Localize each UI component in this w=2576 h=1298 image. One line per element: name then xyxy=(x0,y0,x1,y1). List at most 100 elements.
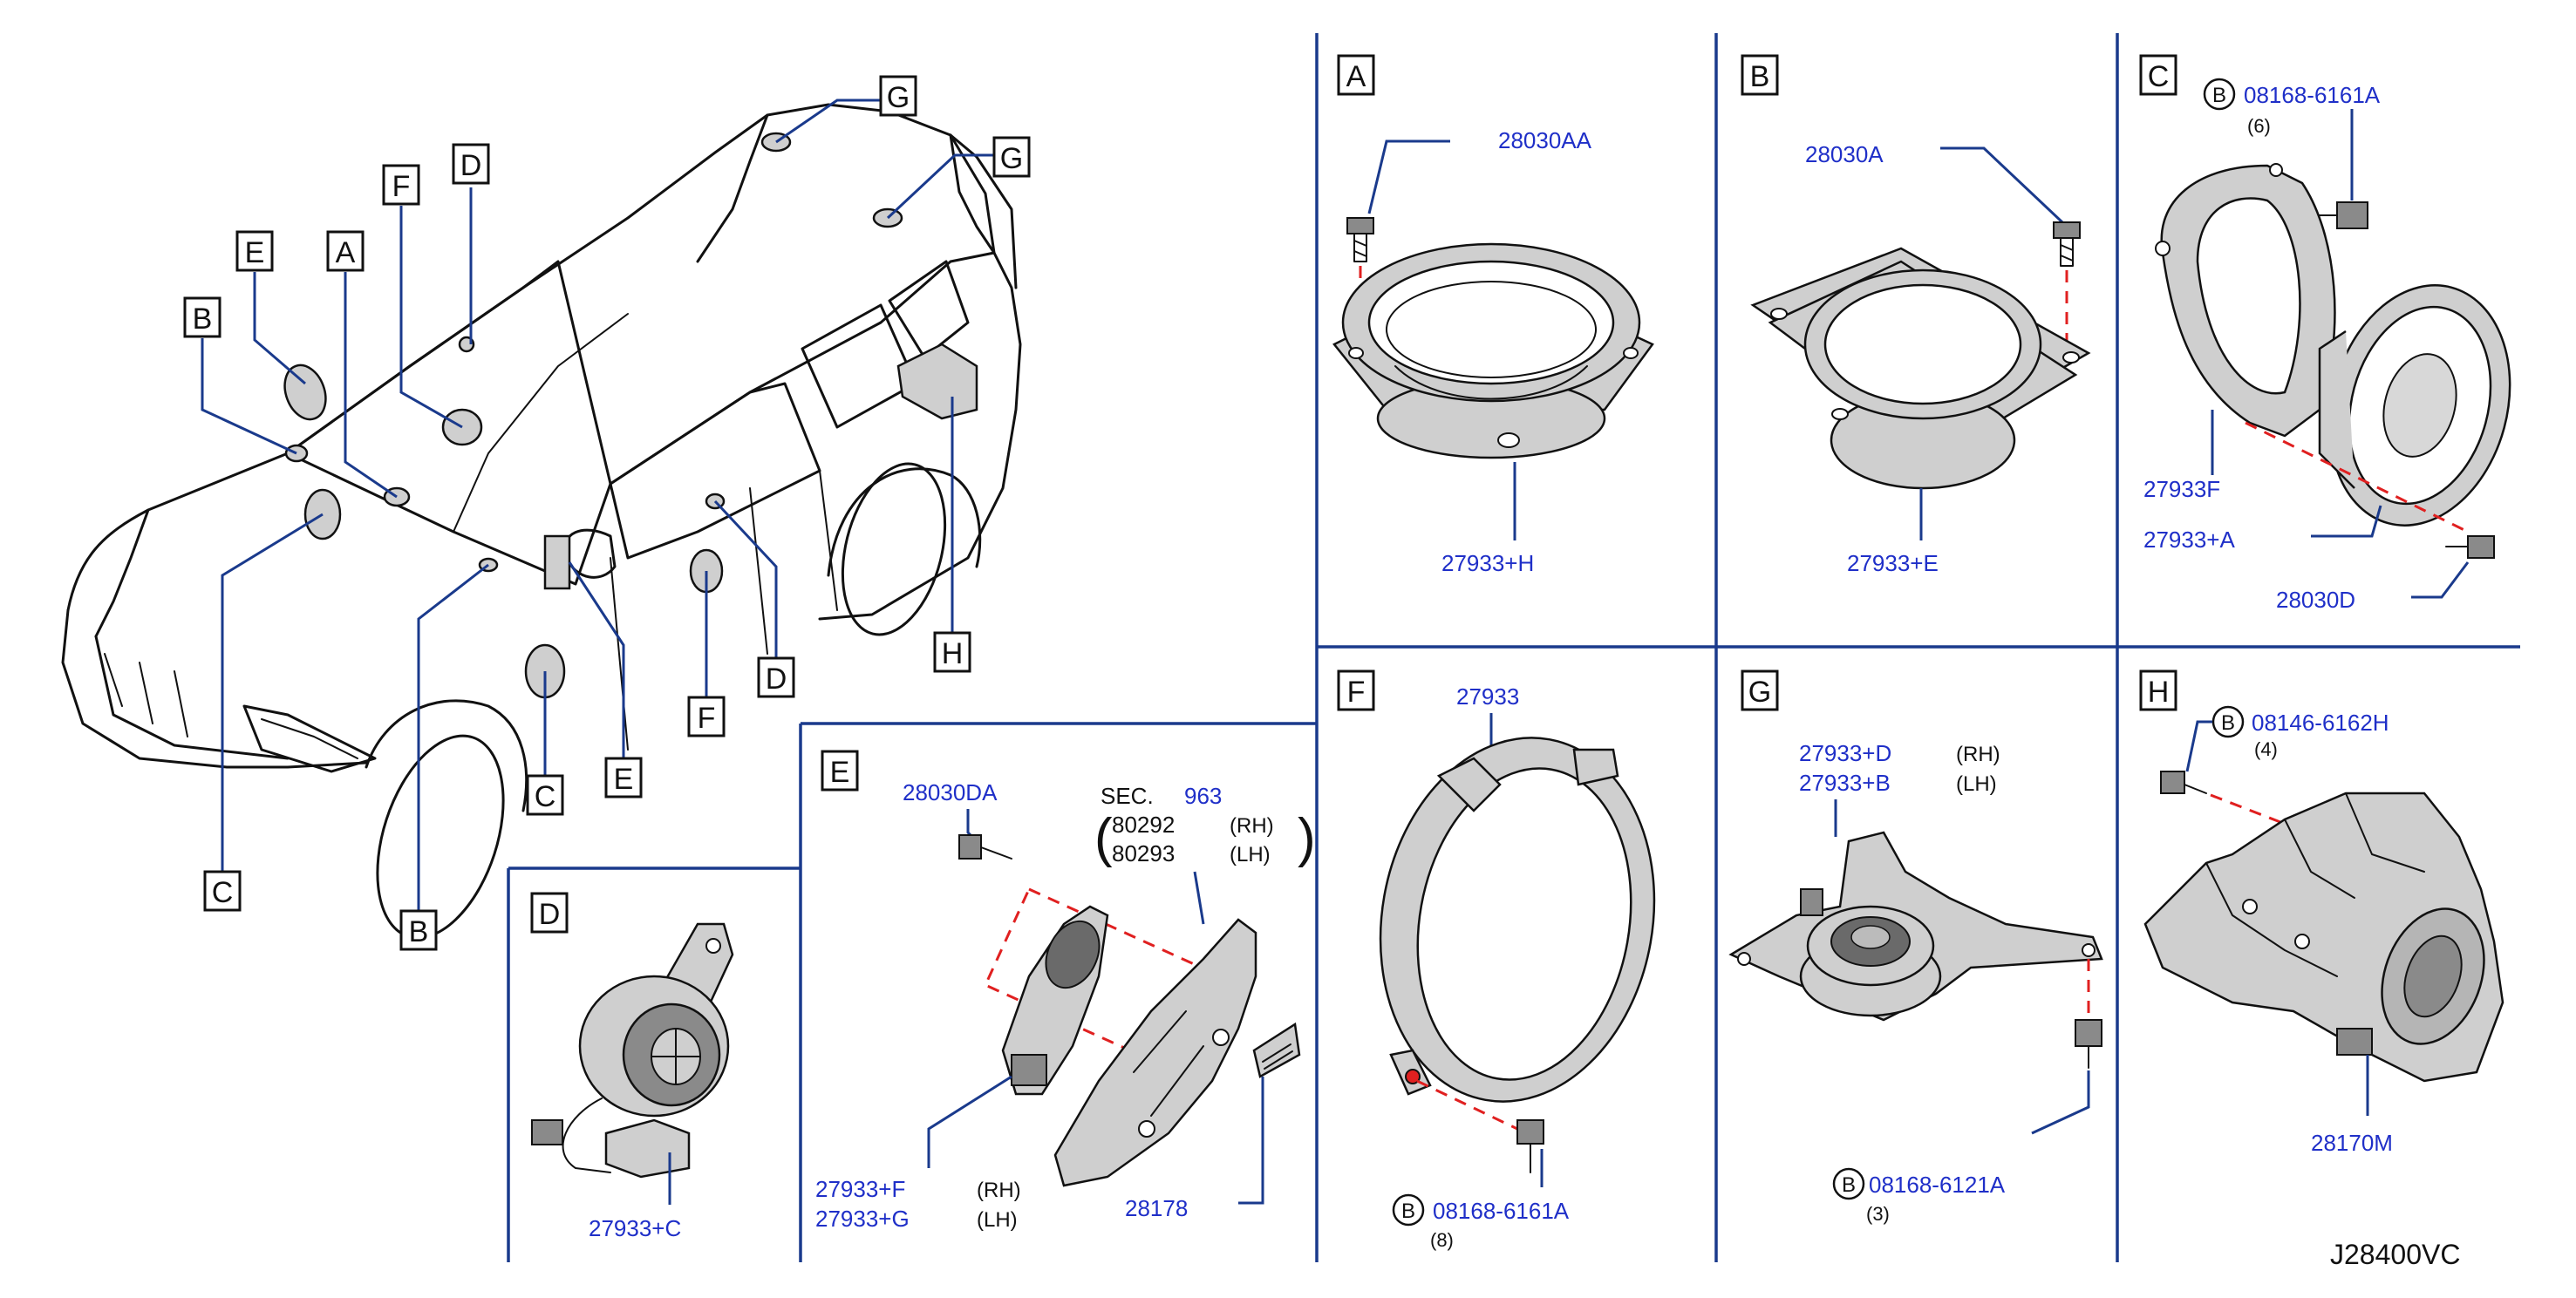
panel-b: B 28030A 27933+E xyxy=(1741,54,2091,576)
callout-d-1: D xyxy=(460,149,482,182)
callout-f-2: F xyxy=(698,702,716,735)
panel-h-circle-letter: B xyxy=(2221,711,2235,735)
panel-f-screw-part: 08168-6161A xyxy=(1433,1198,1570,1224)
callout-e-1: E xyxy=(245,236,265,269)
panel-f-screw-qty: (8) xyxy=(1430,1229,1454,1251)
panel-f: F 27933 B 08168-6161A (8) xyxy=(1337,669,1656,1251)
bolt-type-circle xyxy=(2211,705,2245,738)
panel-e-label: E xyxy=(830,756,850,789)
panel-d: D 27933+C xyxy=(530,892,734,1241)
panel-c-screw-part: 08168-6161A xyxy=(2244,82,2381,108)
bolt-type-circle xyxy=(1832,1167,1865,1200)
bolt-type-circle xyxy=(1392,1193,1425,1227)
speaker-b-icon xyxy=(1750,247,2091,490)
panel-c-circle-letter: B xyxy=(2212,84,2226,107)
panel-h-screw-qty: (4) xyxy=(2254,738,2278,760)
panel-e-speaker-lh-part: 27933+G xyxy=(815,1206,910,1232)
panel-c-speaker-part: 27933+A xyxy=(2143,527,2235,553)
diagram-reference-id: J28400VC xyxy=(2330,1239,2460,1270)
screw-icon-h xyxy=(2160,771,2207,794)
screw-icon-c1 xyxy=(2314,201,2368,229)
panel-h-screw-part: 08146-6162H xyxy=(2252,710,2389,736)
callout-a-1: A xyxy=(336,236,356,269)
panel-g-speaker-lh-side: (LH) xyxy=(1956,772,1997,796)
panel-a-speaker-part: 27933+H xyxy=(1441,550,1534,576)
callout-b-2: B xyxy=(409,915,429,948)
panel-h-label: H xyxy=(2148,676,2170,709)
panel-a-label: A xyxy=(1346,60,1366,93)
mirror-trim-e-icon xyxy=(1053,918,1257,1187)
bracket-f-icon xyxy=(1379,737,1656,1103)
panel-c-label: C xyxy=(2148,60,2170,93)
screw-icon-g xyxy=(2075,1019,2102,1069)
panel-h: H B 08146-6162H (4) 28170M xyxy=(2139,669,2504,1156)
callout-f-1: F xyxy=(392,170,411,203)
vehicle-overview xyxy=(61,103,1022,940)
vehicle-leaders xyxy=(201,99,994,911)
callout-c-2: C xyxy=(535,780,556,813)
panel-g-speaker-rh-part: 27933+D xyxy=(1799,740,1891,766)
panel-f-label: F xyxy=(1347,676,1366,709)
callout-b-1: B xyxy=(193,302,213,336)
panel-e-ref-rh-side: (RH) xyxy=(1230,814,1274,838)
panel-c-screw-qty: (6) xyxy=(2247,115,2271,137)
panel-e-sec-label: SEC. xyxy=(1101,783,1154,809)
speaker-c-icon xyxy=(2318,284,2511,527)
grille-e-icon xyxy=(1252,1022,1301,1078)
callout-h-1: H xyxy=(942,637,964,670)
panel-e: E 28030DA SEC. 963 ( ) 80292 (RH) 80293 … xyxy=(815,750,1316,1232)
callout-e-2: E xyxy=(614,763,634,796)
panel-g-circle-letter: B xyxy=(1842,1173,1856,1197)
bolt-icon xyxy=(1346,217,1374,262)
callout-c-1: C xyxy=(212,876,234,909)
speaker-g-icon xyxy=(1728,831,2103,1022)
amplifier-spot-h xyxy=(896,343,978,420)
panel-e-ref-lh-side: (LH) xyxy=(1230,843,1271,866)
panel-e-sec-number: 963 xyxy=(1184,783,1222,809)
screw-icon-f xyxy=(1516,1119,1544,1173)
panel-d-label: D xyxy=(539,898,561,931)
panel-g-label: G xyxy=(1748,676,1771,709)
panel-g-screw-qty: (3) xyxy=(1866,1203,1890,1225)
panel-f-bracket-part: 27933 xyxy=(1456,683,1519,710)
panel-d-speaker-part: 27933+C xyxy=(589,1215,681,1241)
panel-c-bracket-part: 27933F xyxy=(2143,476,2220,502)
callout-g-1: G xyxy=(887,81,910,114)
b-pillar-speaker-spot-b xyxy=(283,364,327,421)
speaker-a-icon xyxy=(1332,242,1654,459)
vehicle-callouts: G G D F E A B C B C E F D H xyxy=(183,75,1031,951)
callout-d-2: D xyxy=(766,663,787,696)
amplifier-h-icon xyxy=(2143,792,2504,1083)
panel-e-paren-open: ( xyxy=(1094,808,1113,868)
panel-c-bolt-part: 28030D xyxy=(2276,587,2355,613)
panel-e-bolt-part: 28030DA xyxy=(903,779,998,805)
panel-e-ref-rh: 80292 xyxy=(1112,812,1175,838)
panel-e-ref-lh: 80293 xyxy=(1112,840,1175,866)
panel-a: A 28030AA 27933+H xyxy=(1332,54,1654,576)
panel-e-speaker-rh-part: 27933+F xyxy=(815,1176,905,1202)
bolt-icon-c2 xyxy=(2445,535,2495,559)
mirror-spot-e xyxy=(543,534,571,590)
panel-e-speaker-rh-side: (RH) xyxy=(977,1179,1021,1202)
panel-a-bolt-part: 28030AA xyxy=(1498,127,1592,153)
panel-b-bolt-part: 28030A xyxy=(1805,141,1884,167)
panel-e-grille-part: 28178 xyxy=(1125,1195,1188,1221)
tweeter-e-icon xyxy=(1001,905,1109,1096)
bolt-type-circle xyxy=(2203,78,2236,111)
bolt-icon-e xyxy=(958,834,1012,860)
panel-h-unit-part: 28170M xyxy=(2311,1130,2393,1156)
panel-e-paren-close: ) xyxy=(1298,808,1316,868)
panel-dividers xyxy=(507,33,2520,1262)
panel-f-circle-letter: B xyxy=(1401,1199,1415,1223)
panel-c: C B 08168-6161A (6) 27933F xyxy=(2139,54,2511,613)
callout-g-2: G xyxy=(1000,142,1023,175)
panel-g-screw-part: 08168-6121A xyxy=(1869,1172,2006,1198)
panel-b-label: B xyxy=(1750,60,1770,93)
panel-g-speaker-rh-side: (RH) xyxy=(1956,743,2000,766)
bolt-icon-b xyxy=(2053,221,2081,267)
panel-b-speaker-part: 27933+E xyxy=(1847,550,1939,576)
bracket-c-icon xyxy=(2155,163,2336,438)
panel-g: G 27933+D (RH) 27933+B (LH) B 08168-6121… xyxy=(1728,669,2103,1225)
